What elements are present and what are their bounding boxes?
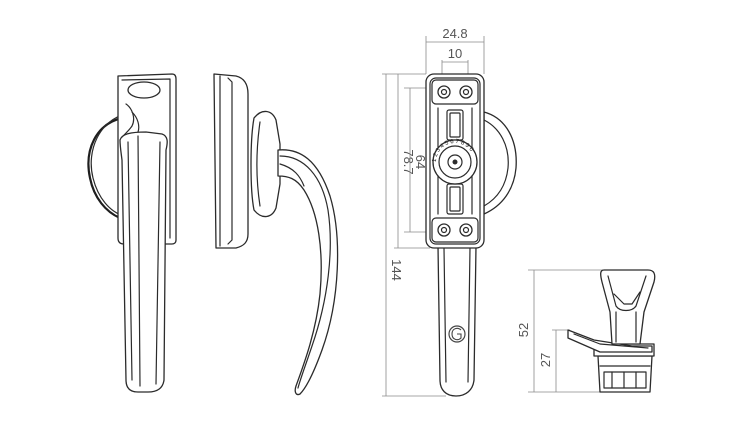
knob xyxy=(250,110,281,218)
base-plate-profile xyxy=(213,73,249,249)
ring-front xyxy=(483,111,517,215)
small-base xyxy=(597,355,653,393)
dim-width-overall: 24.8 xyxy=(442,26,467,41)
view-front: 1 2 3 4 5 6 7 8 9 0 xyxy=(425,73,517,397)
dimensions-small: 52 27 xyxy=(516,269,604,393)
dimensions-front: 24.8 10 144 78.7 64 xyxy=(382,26,485,397)
oval-slot xyxy=(127,81,161,99)
dim-height-144: 144 xyxy=(389,259,404,281)
dim-height-27: 27 xyxy=(538,353,553,367)
view-small-side xyxy=(567,269,656,393)
lever-front xyxy=(437,245,477,397)
dim-width-inner: 10 xyxy=(448,46,462,61)
dial: 1 2 3 4 5 6 7 8 9 0 xyxy=(432,139,478,185)
view-profile xyxy=(213,73,339,396)
screw-holes-bottom xyxy=(431,217,479,243)
dim-height-78: 78.7 xyxy=(401,149,416,174)
view-side-ring xyxy=(87,73,177,393)
lever-body xyxy=(119,131,168,393)
dim-height-64: 64 xyxy=(413,155,428,169)
dim-height-52: 52 xyxy=(516,323,531,337)
screw-holes-top xyxy=(431,79,479,105)
brand-logo-icon xyxy=(448,325,466,343)
curved-handle xyxy=(277,149,339,396)
